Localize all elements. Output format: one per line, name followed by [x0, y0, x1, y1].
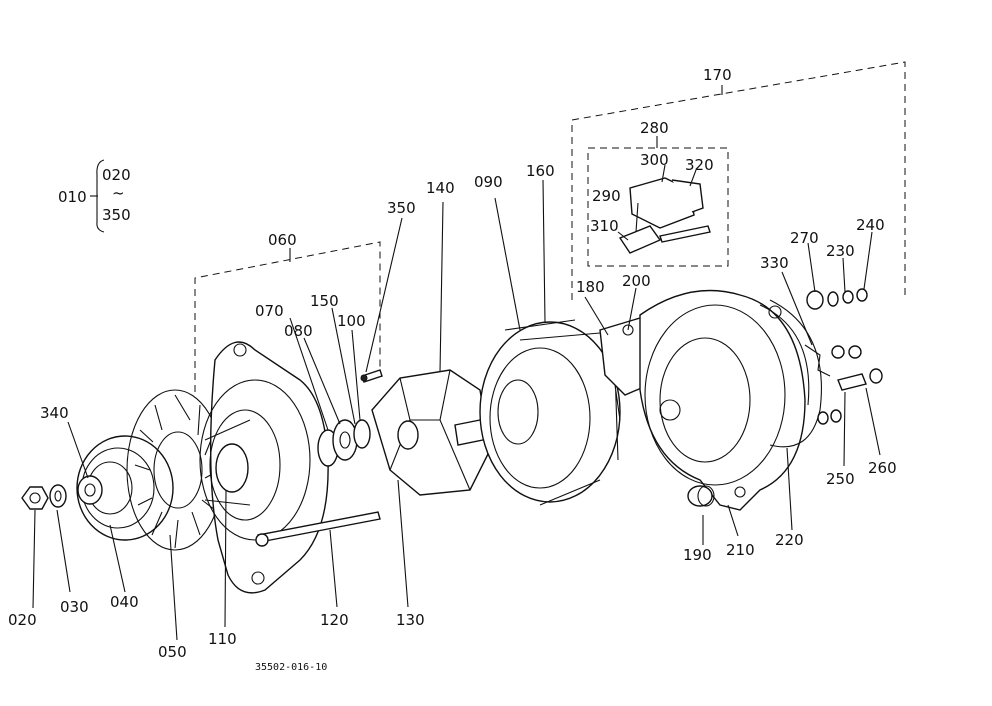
label-190[interactable]: 190 [683, 546, 712, 564]
washer-030 [49, 484, 67, 508]
label-240[interactable]: 240 [856, 216, 885, 234]
terminal-330 [804, 344, 831, 377]
regulator-assembly-280 [618, 177, 711, 254]
label-150[interactable]: 150 [310, 292, 339, 310]
label-200[interactable]: 200 [622, 272, 651, 290]
label-040[interactable]: 040 [110, 593, 139, 611]
terminal-250 [817, 345, 883, 425]
plug-190 [687, 485, 715, 507]
group-bracket-060 [194, 241, 381, 392]
cover-220 [759, 299, 822, 448]
label-290[interactable]: 290 [592, 187, 621, 205]
front-bracket-110 [199, 341, 329, 594]
label-080[interactable]: 080 [284, 322, 313, 340]
label-010[interactable]: 010 [58, 188, 87, 206]
label-060[interactable]: 060 [268, 231, 297, 249]
hardware-270 [806, 288, 868, 310]
label-100[interactable]: 100 [337, 312, 366, 330]
label-210[interactable]: 210 [726, 541, 755, 559]
label-160[interactable]: 160 [526, 162, 555, 180]
label-030[interactable]: 030 [60, 598, 89, 616]
range-tilde: ~ [112, 184, 125, 202]
stator-090 [479, 319, 621, 506]
label-280[interactable]: 280 [640, 119, 669, 137]
label-310[interactable]: 310 [590, 217, 619, 235]
group-bracket-170 [571, 61, 906, 300]
label-170[interactable]: 170 [703, 66, 732, 84]
label-350[interactable]: 350 [387, 199, 416, 217]
label-250[interactable]: 250 [826, 470, 855, 488]
label-020[interactable]: 020 [8, 611, 37, 629]
part-labels: 020 030 040 050 060 070 080 090 100 110 … [8, 66, 897, 661]
assembly-reference: 010 020 ~ 350 [58, 159, 131, 233]
label-270[interactable]: 270 [790, 229, 819, 247]
screw-350 [360, 369, 383, 383]
group-bracket-280 [587, 136, 729, 267]
label-350-range: 350 [102, 206, 131, 224]
label-260[interactable]: 260 [868, 459, 897, 477]
bearing-stack [317, 419, 371, 467]
label-330[interactable]: 330 [760, 254, 789, 272]
label-070[interactable]: 070 [255, 302, 284, 320]
label-020-range: 020 [102, 166, 131, 184]
label-180[interactable]: 180 [576, 278, 605, 296]
label-230[interactable]: 230 [826, 242, 855, 260]
label-320[interactable]: 320 [685, 156, 714, 174]
label-340[interactable]: 340 [40, 404, 69, 422]
nut-020 [21, 486, 49, 510]
label-300[interactable]: 300 [640, 151, 669, 169]
label-090[interactable]: 090 [474, 173, 503, 191]
drawing-code: 35502-016-10 [255, 662, 327, 673]
label-220[interactable]: 220 [775, 531, 804, 549]
label-050[interactable]: 050 [158, 643, 187, 661]
rear-bracket-210 [639, 289, 806, 511]
leader-lines [32, 164, 881, 641]
pulley-040 [76, 435, 174, 541]
label-130[interactable]: 130 [396, 611, 425, 629]
through-bolt-120 [255, 511, 381, 547]
label-110[interactable]: 110 [208, 630, 237, 648]
label-120[interactable]: 120 [320, 611, 349, 629]
label-140[interactable]: 140 [426, 179, 455, 197]
